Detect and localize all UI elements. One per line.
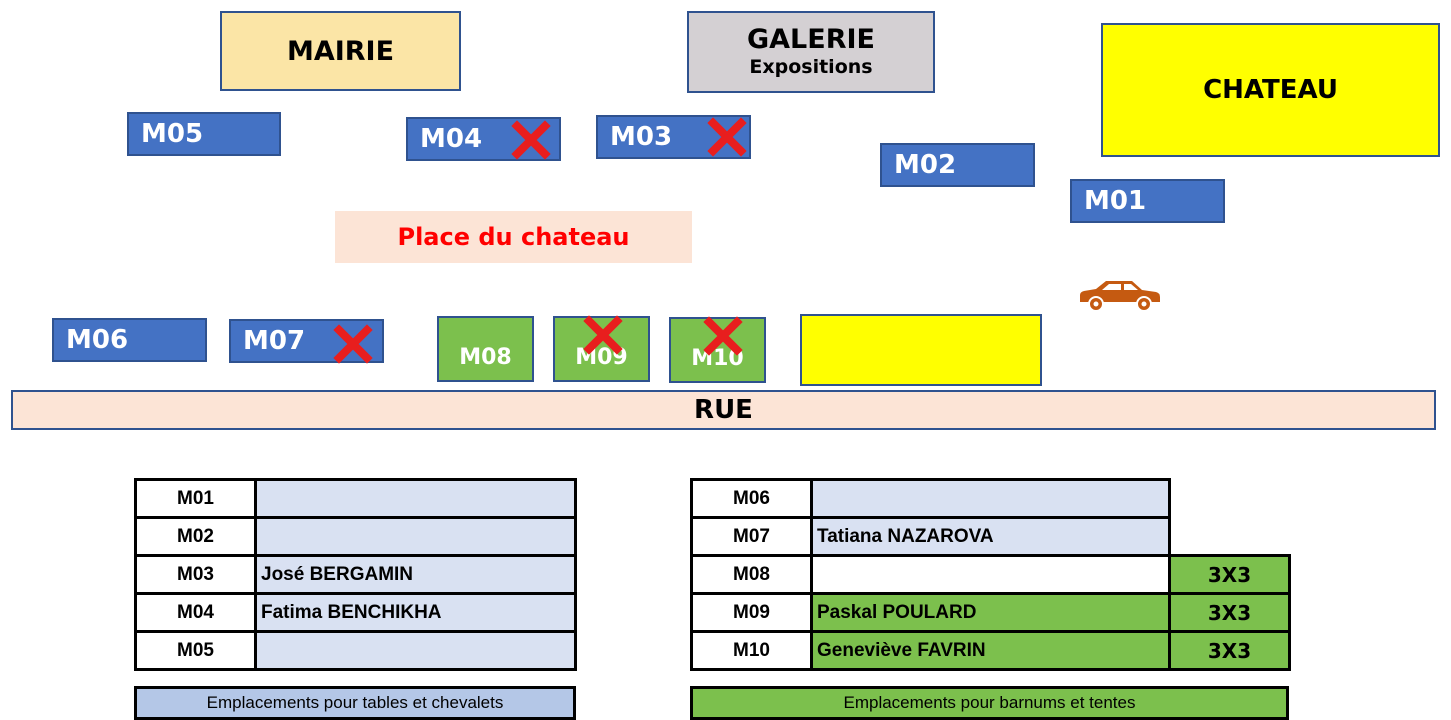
table-row: M10 Geneviève FAVRIN 3X3 [690,630,1291,671]
exhibitor-name[interactable]: José BERGAMIN [254,554,577,595]
table-row: M09 Paskal POULARD 3X3 [690,592,1291,633]
exhibitor-name[interactable] [254,478,577,519]
exhibitor-name[interactable]: Geneviève FAVRIN [810,630,1171,671]
size-cell [1170,518,1290,556]
legend-text: Emplacements pour barnums et tentes [843,693,1136,712]
spot-m09[interactable]: M09 [553,316,650,382]
legend-barnums-tentes: Emplacements pour barnums et tentes [690,686,1289,720]
spot-label: M08 [459,345,512,370]
legend-tables-chevalets: Emplacements pour tables et chevalets [134,686,576,720]
spot-label: M03 [610,122,673,152]
exhibitor-name[interactable] [810,478,1171,519]
spot-code: M05 [134,630,257,671]
exhibitor-name[interactable]: Tatiana NAZAROVA [810,516,1171,557]
spot-m08[interactable]: M08 [437,316,534,382]
size-cell: 3X3 [1168,592,1291,633]
spot-code: M09 [690,592,813,633]
table-row: M06 [690,478,1290,519]
table-row: M02 [134,516,577,557]
spot-label: M04 [420,124,483,154]
exhibitor-name[interactable] [254,630,577,671]
spot-label: M01 [1084,186,1147,216]
table-row: M05 [134,630,577,671]
exhibitor-name[interactable] [254,516,577,557]
galerie-title: GALERIE [747,24,875,55]
legend-text: Emplacements pour tables et chevalets [206,693,504,712]
galerie-subtitle: Expositions [749,56,873,78]
exhibitor-name[interactable]: Paskal POULARD [810,592,1171,633]
car-icon [1080,281,1160,312]
x-cross-icon [707,117,747,157]
galerie-building: GALERIE Expositions [687,11,935,93]
spot-m01[interactable]: M01 [1070,179,1225,223]
x-cross-icon [511,120,551,160]
size-cell: 3X3 [1168,554,1291,595]
spot-m02[interactable]: M02 [880,143,1035,187]
exhibitor-name[interactable] [810,554,1171,595]
tables-chevalets-table: M01 M02 M03 José BERGAMIN M04 Fatima BEN… [134,478,577,671]
table-row: M07 Tatiana NAZAROVA [690,516,1290,557]
spot-code: M01 [134,478,257,519]
rue-label: RUE [694,395,753,425]
chateau-building: CHATEAU [1101,23,1440,157]
spot-code: M02 [134,516,257,557]
chateau-label: CHATEAU [1203,75,1338,105]
spot-label: M05 [141,119,204,149]
x-cross-icon [703,316,743,356]
spot-label: M02 [894,150,957,180]
x-cross-icon [333,324,373,364]
spot-code: M08 [690,554,813,595]
table-row: M04 Fatima BENCHIKHA [134,592,577,633]
place-label-text: Place du chateau [397,223,630,251]
size-cell: 3X3 [1168,630,1291,671]
x-cross-icon [583,315,623,355]
spot-label: M07 [243,326,306,356]
mairie-label: MAIRIE [286,35,395,67]
size-cell [1170,480,1290,518]
place-du-chateau-label: Place du chateau [335,211,692,263]
spot-label: M06 [66,325,129,355]
spot-code: M07 [690,516,813,557]
spot-code: M03 [134,554,257,595]
spot-m06[interactable]: M06 [52,318,207,362]
barnums-tentes-table: M06 M07 Tatiana NAZAROVA M08 3X3 M09 Pas… [690,478,1291,671]
table-row: M03 José BERGAMIN [134,554,577,595]
spot-code: M04 [134,592,257,633]
table-row: M01 [134,478,577,519]
spot-code: M06 [690,478,813,519]
spot-code: M10 [690,630,813,671]
exhibitor-name[interactable]: Fatima BENCHIKHA [254,592,577,633]
spot-m05[interactable]: M05 [127,112,281,156]
rue-street: RUE [11,390,1436,430]
mairie-building: MAIRIE [220,11,461,91]
table-row: M08 3X3 [690,554,1291,595]
yellow-area [800,314,1042,386]
spot-m07[interactable]: M07 [229,319,384,363]
